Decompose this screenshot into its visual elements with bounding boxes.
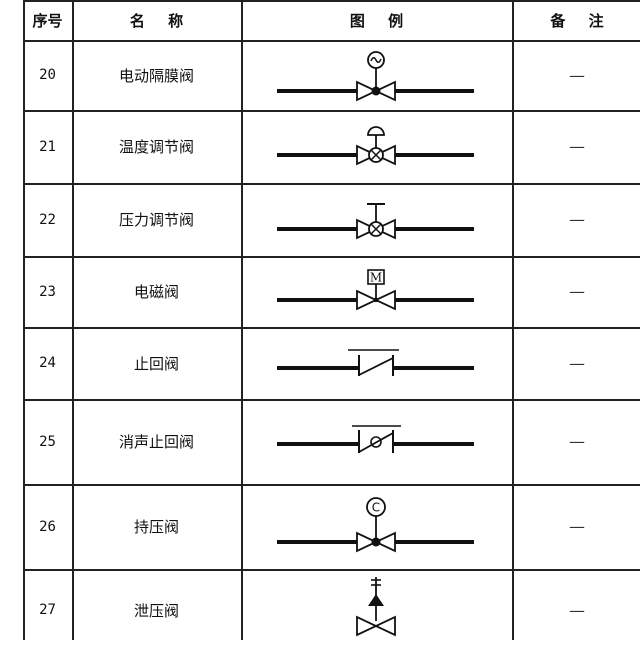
row-number: 21 bbox=[39, 138, 56, 155]
pressure-relief-valve-icon bbox=[356, 577, 396, 637]
valve-name: 温度调节阀 bbox=[118, 138, 194, 156]
row-number: 26 bbox=[39, 518, 56, 535]
remark: — bbox=[569, 353, 585, 373]
solenoid-valve-icon: M bbox=[277, 269, 474, 311]
header-no: 序号 bbox=[32, 11, 63, 30]
valve-name: 电磁阀 bbox=[133, 283, 179, 301]
table-border-top bbox=[23, 0, 640, 2]
remark: — bbox=[569, 432, 585, 451]
valve-legend-table: 序号 名 称 图 例 备 注 20 电动隔膜阀 — 21 温度调节阀 — bbox=[23, 0, 640, 640]
table-border-left bbox=[23, 0, 25, 640]
row-number: 20 bbox=[39, 67, 56, 83]
header-divider bbox=[23, 40, 640, 42]
remark: — bbox=[569, 210, 585, 229]
row-divider bbox=[23, 569, 640, 571]
remark: — bbox=[569, 65, 585, 85]
row-number: 23 bbox=[39, 283, 56, 300]
valve-name: 电动隔膜阀 bbox=[118, 66, 194, 85]
valve-name: 消声止回阀 bbox=[118, 433, 194, 451]
row-number: 27 bbox=[39, 602, 56, 618]
row-divider bbox=[23, 256, 640, 258]
header-symbol: 图 例 bbox=[349, 11, 413, 30]
solenoid-letter: M bbox=[370, 271, 382, 285]
row-divider bbox=[23, 484, 640, 486]
valve-name: 压力调节阀 bbox=[118, 211, 194, 229]
row-number: 22 bbox=[39, 211, 56, 228]
remark: — bbox=[569, 517, 585, 536]
valve-name: 泄压阀 bbox=[133, 601, 179, 620]
row-divider bbox=[23, 399, 640, 401]
remark: — bbox=[569, 137, 585, 156]
silencing-check-valve-icon bbox=[277, 425, 474, 453]
pressure-control-valve-icon bbox=[277, 203, 474, 240]
row-divider bbox=[23, 110, 640, 112]
column-divider bbox=[72, 0, 74, 640]
row-number: 24 bbox=[39, 355, 56, 371]
valve-name: 止回阀 bbox=[133, 354, 179, 373]
sustaining-letter: C bbox=[372, 501, 380, 515]
header-name: 名 称 bbox=[129, 11, 193, 30]
remark: — bbox=[569, 282, 585, 301]
column-divider bbox=[512, 0, 514, 640]
motor-diaphragm-valve-icon bbox=[277, 51, 474, 102]
temperature-control-valve-icon bbox=[277, 126, 474, 166]
remark: — bbox=[569, 600, 585, 620]
row-divider bbox=[23, 183, 640, 185]
column-divider bbox=[241, 0, 243, 640]
row-divider bbox=[23, 327, 640, 329]
valve-name: 持压阀 bbox=[133, 518, 179, 536]
check-valve-icon bbox=[277, 349, 474, 376]
header-remark: 备 注 bbox=[550, 11, 613, 30]
row-number: 25 bbox=[39, 433, 56, 450]
pressure-sustaining-valve-icon: C bbox=[277, 497, 474, 553]
